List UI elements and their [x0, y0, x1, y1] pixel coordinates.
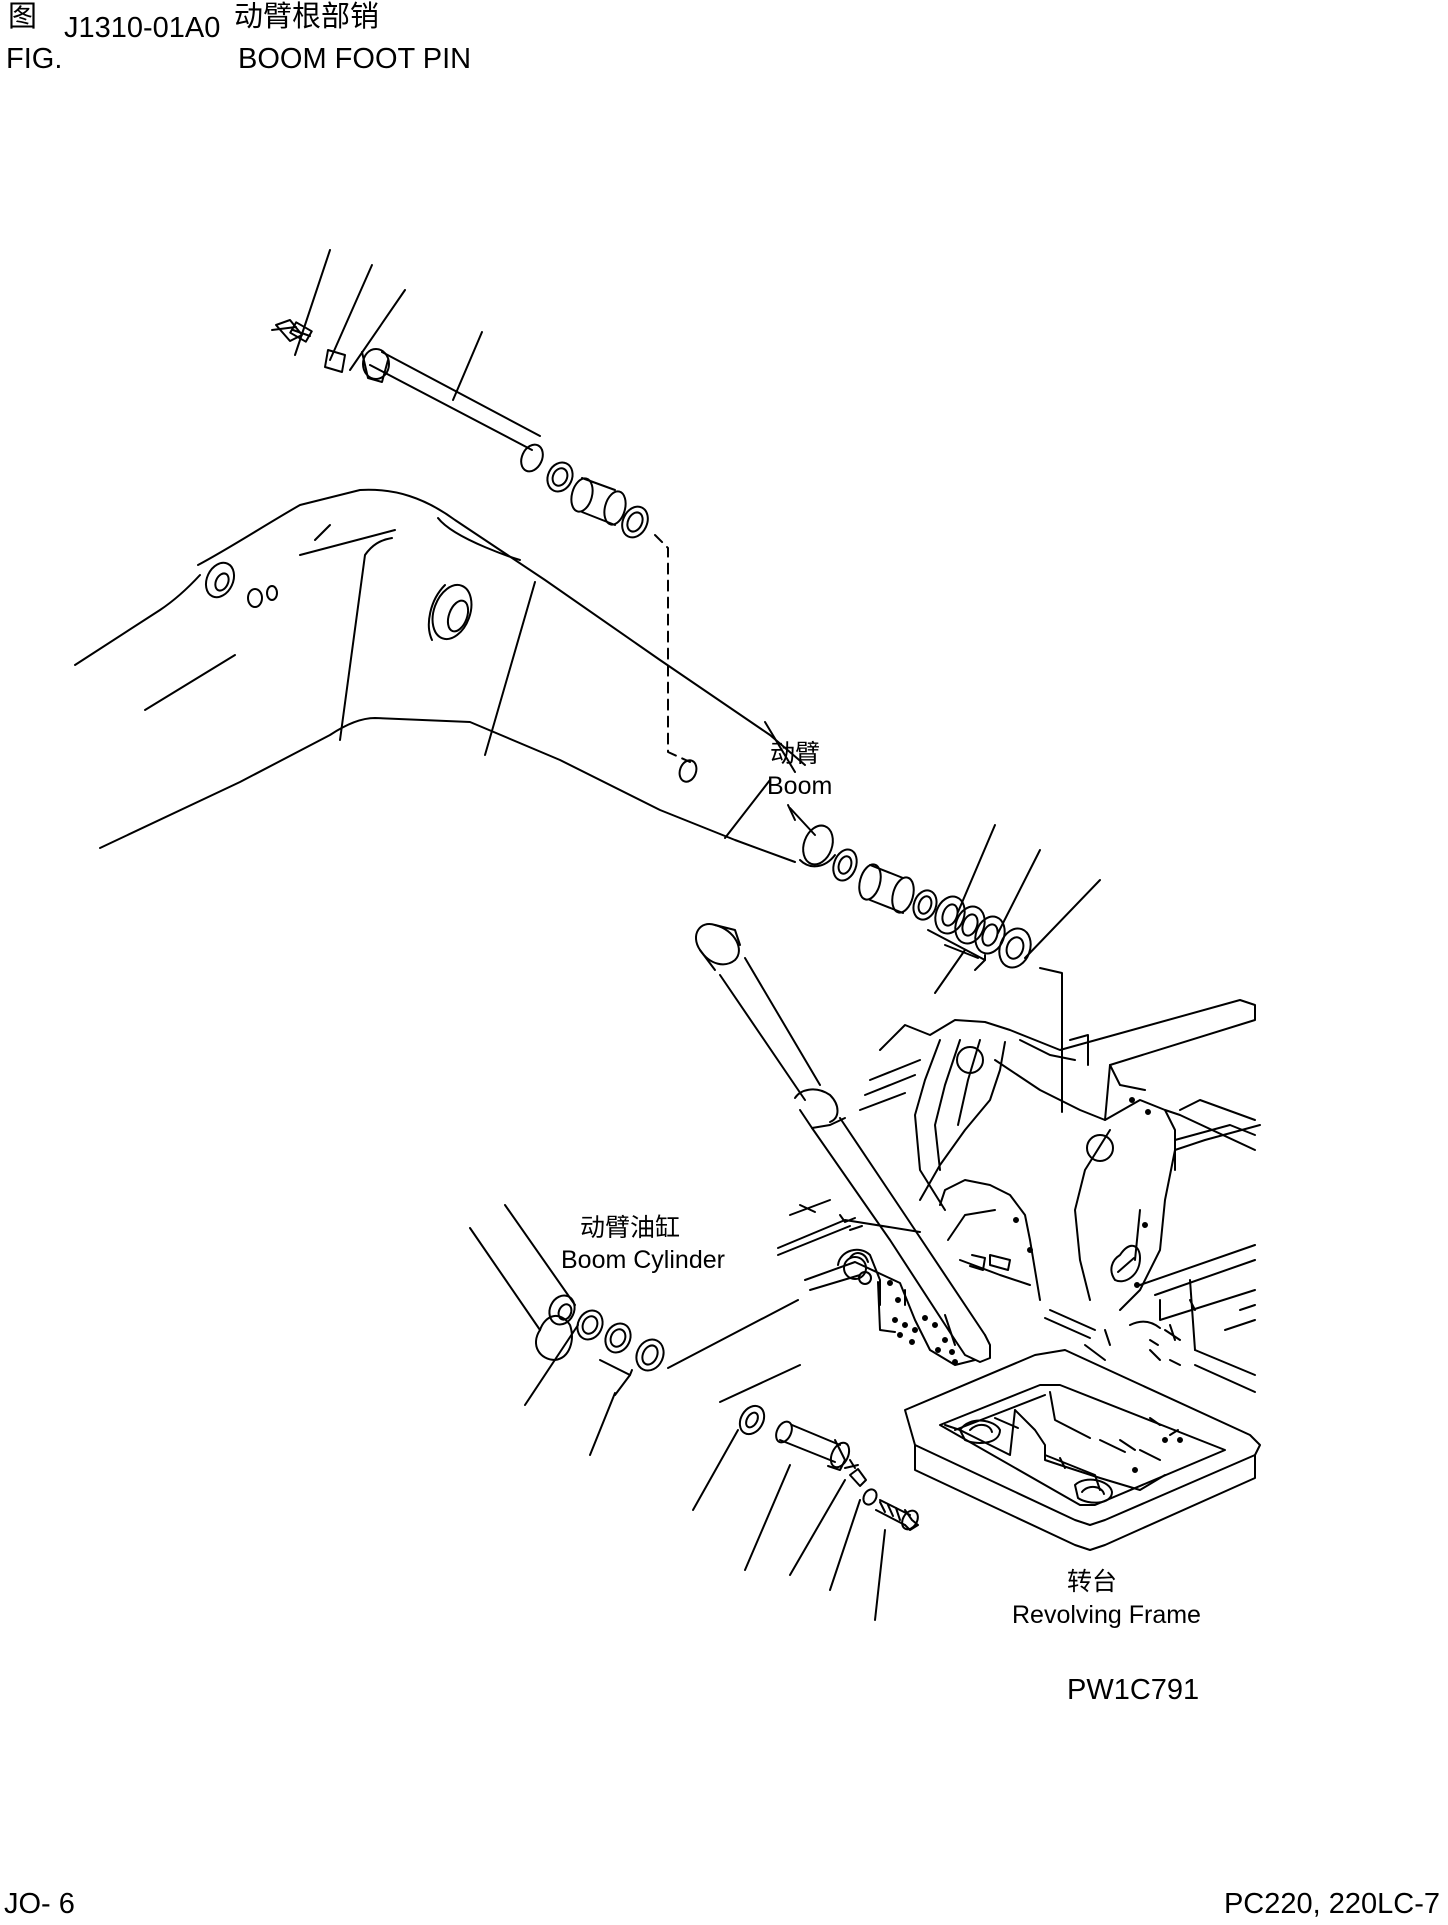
boom-cylinder-label-en: Boom Cylinder [561, 1246, 725, 1274]
boom-label-cn: 动臂 [770, 740, 821, 768]
boom-label-en: Boom [767, 772, 833, 800]
revolving-frame-label-en: Revolving Frame [1012, 1601, 1201, 1629]
fig-label-cn: 图 [8, 1, 38, 33]
revolving-frame-label-cn: 转台 [1067, 1568, 1118, 1596]
boom-outline [75, 490, 838, 869]
upper-pin-set [272, 320, 653, 542]
frame-platform [905, 1065, 1260, 1550]
fig-title-en: BOOM FOOT PIN [238, 43, 472, 75]
boom-leader [765, 722, 795, 772]
lower-pin-set [829, 846, 1036, 972]
boom-cylinder [696, 924, 990, 1362]
model-number: PC220, 220LC-7 [1223, 1888, 1440, 1920]
fig-title-cn: 动臂根部销 [234, 1, 380, 33]
hidden-leader [655, 535, 690, 762]
fig-number: J1310-01A0 [64, 12, 221, 44]
cylinder-end [470, 1205, 669, 1395]
drawing-code: PW1C791 [1067, 1674, 1200, 1706]
revolving-frame-bracket [778, 1000, 1255, 1365]
lower-pin-hardware [720, 1365, 921, 1532]
fig-label-en: FIG. [6, 43, 63, 75]
page-number: JO- 6 [4, 1888, 75, 1920]
boom-cylinder-label-cn: 动臂油缸 [580, 1214, 681, 1242]
